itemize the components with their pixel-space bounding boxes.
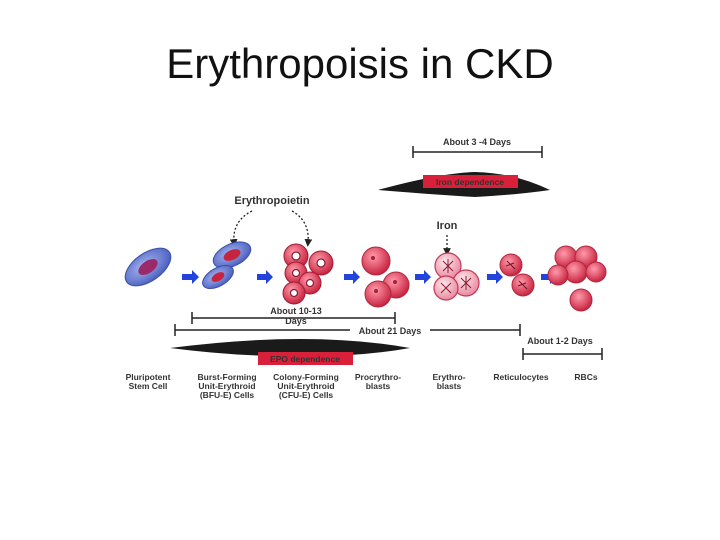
epo-dependence-banner: EPO dependence	[170, 339, 410, 365]
stage-arrow-3	[344, 270, 360, 284]
stage-label-line3: (CFU-E) Cells	[279, 390, 334, 400]
progenitor-duration-line1: About 10-13	[270, 306, 322, 316]
stage-arrow-2	[257, 270, 273, 284]
progenitor-duration-bracket: About 10-13 Days	[191, 306, 396, 326]
total-duration-bracket: About 21 Days	[174, 324, 521, 336]
stage-label-line1: RBCs	[574, 372, 597, 382]
epo-arrow-left	[229, 210, 253, 247]
red-blood-cells	[547, 245, 607, 312]
reticulocytes	[499, 253, 535, 297]
stage-arrow-1	[182, 270, 199, 284]
epo-dependence-label: EPO dependence	[270, 354, 340, 364]
stage-arrow-4	[415, 270, 431, 284]
erythropoiesis-diagram: About 3 -4 Days Iron dependence Erythrop…	[124, 137, 607, 400]
stem-cell	[124, 247, 172, 287]
bfu-e-cells	[202, 241, 252, 290]
iron-dependence-label: Iron dependence	[436, 177, 504, 187]
stage-label-line2: blasts	[366, 381, 391, 391]
total-duration: About 21 Days	[359, 326, 422, 336]
iron-duration-bracket: About 3 -4 Days	[412, 137, 543, 158]
cfu-e-cells	[282, 243, 334, 305]
stage-label-line2: Stem Cell	[129, 381, 168, 391]
stage-labels: Pluripotent Stem Cell Burst-Forming Unit…	[126, 372, 598, 400]
reticulocyte-duration: About 1-2 Days	[527, 336, 593, 346]
stage-label-line3: (BFU-E) Cells	[200, 390, 255, 400]
stage-label-line1: Procrythro-	[355, 372, 401, 382]
iron-dependence-banner: Iron dependence	[378, 172, 550, 197]
stage-label-line2: blasts	[437, 381, 462, 391]
progenitor-duration-line2: Days	[285, 316, 307, 326]
slide-title: Erythropoisis in CKD	[166, 40, 554, 87]
reticulocyte-duration-bracket: About 1-2 Days	[522, 336, 603, 360]
erythroblasts	[433, 252, 480, 301]
stage-label-line1: Pluripotent	[126, 372, 171, 382]
stage-label-line2: Unit-Erythroid	[198, 381, 255, 391]
stage-label-line2: Unit-Erythroid	[277, 381, 334, 391]
stage-label-line1: Reticulocytes	[493, 372, 549, 382]
iron-window-duration: About 3 -4 Days	[443, 137, 511, 147]
stage-label-line1: Erythro-	[432, 372, 465, 382]
proerythroblasts	[361, 246, 410, 308]
stage-arrow-5	[487, 270, 503, 284]
epo-arrow-right	[291, 210, 313, 247]
stage-label-line1: Burst-Forming	[197, 372, 256, 382]
erythropoietin-label: Erythropoietin	[234, 195, 309, 207]
iron-label: Iron	[437, 220, 458, 232]
stage-label-line1: Colony-Forming	[273, 372, 339, 382]
